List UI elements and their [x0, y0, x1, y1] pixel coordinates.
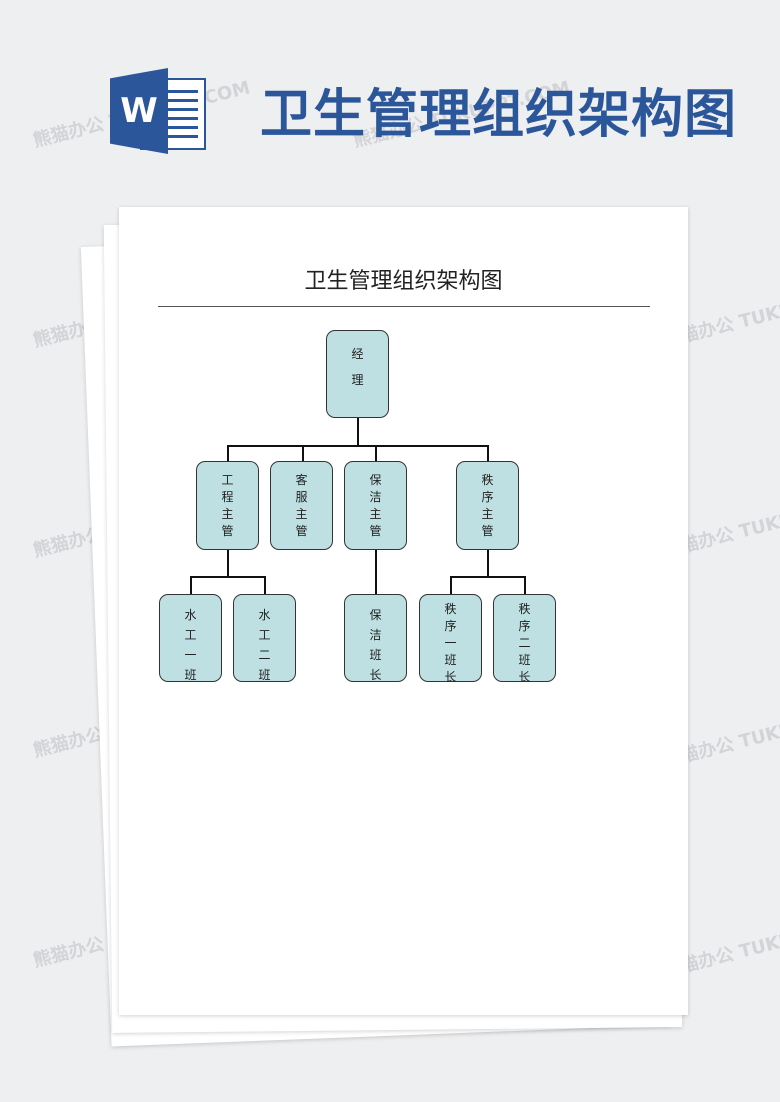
node-char: 程	[221, 490, 234, 504]
node-char: 洁	[369, 490, 382, 504]
node-char: 管	[369, 524, 382, 538]
node-char: 序	[444, 619, 457, 633]
node-char: 秩	[481, 473, 494, 487]
node-char: 主	[221, 507, 234, 521]
node-char: 班	[258, 668, 271, 682]
org-node-water-team-1: 水 工 一 班	[159, 594, 222, 682]
node-char: 班	[369, 648, 382, 662]
node-char: 一	[184, 648, 197, 662]
connector-line	[357, 417, 359, 446]
node-char: 管	[481, 524, 494, 538]
org-node-cleaning-supervisor: 保 洁 主 管	[344, 461, 407, 550]
connector-line	[450, 576, 526, 578]
org-node-order-team-2-lead: 秩 序 二 班 长	[493, 594, 556, 684]
node-char: 主	[369, 507, 382, 521]
node-char: 长	[518, 670, 531, 684]
node-char: 一	[444, 636, 457, 650]
node-char: 保	[369, 608, 382, 622]
org-chart: 经 理 工 程 主 管 客 服 主 管 保 洁 主 管 秩 序 主 管	[119, 207, 688, 1015]
connector-line	[487, 445, 489, 462]
node-char: 二	[518, 636, 531, 650]
connector-line	[375, 445, 377, 462]
org-node-water-team-2: 水 工 二 班	[233, 594, 296, 682]
node-char: 长	[444, 670, 457, 684]
node-char: 班	[518, 653, 531, 667]
node-char: 服	[295, 490, 308, 504]
connector-line	[487, 549, 489, 577]
node-char: 班	[184, 668, 197, 682]
org-node-cleaning-lead: 保 洁 班 长	[344, 594, 407, 682]
node-char: 主	[295, 507, 308, 521]
node-char: 长	[369, 668, 382, 682]
connector-line	[524, 576, 526, 595]
word-logo-letter: W	[110, 68, 168, 154]
org-node-customer-service-supervisor: 客 服 主 管	[270, 461, 333, 550]
node-char: 序	[481, 490, 494, 504]
connector-line	[375, 549, 377, 595]
node-char: 序	[518, 619, 531, 633]
page-title: 卫生管理组织架构图	[260, 85, 738, 145]
node-char: 主	[481, 507, 494, 521]
node-char: 秩	[518, 602, 531, 616]
node-char: 二	[258, 648, 271, 662]
connector-line	[227, 445, 489, 447]
node-char: 客	[295, 473, 308, 487]
node-char: 理	[351, 373, 364, 387]
node-char: 工	[221, 473, 234, 487]
title-divider	[158, 306, 650, 307]
node-char: 班	[444, 653, 457, 667]
node-char: 管	[221, 524, 234, 538]
paper-sheet: 卫生管理组织架构图 经 理 工 程 主 管	[119, 207, 688, 1015]
document-title: 卫生管理组织架构图	[304, 269, 503, 294]
connector-line	[302, 445, 304, 462]
node-char: 工	[184, 628, 197, 642]
node-char: 经	[351, 347, 364, 361]
node-char: 工	[258, 628, 271, 642]
connector-line	[227, 445, 229, 462]
org-node-engineering-supervisor: 工 程 主 管	[196, 461, 259, 550]
org-node-order-supervisor: 秩 序 主 管	[456, 461, 519, 550]
node-char: 洁	[369, 628, 382, 642]
node-char: 管	[295, 524, 308, 538]
node-char: 水	[258, 608, 271, 622]
node-char: 秩	[444, 602, 457, 616]
node-char: 保	[369, 473, 382, 487]
org-node-manager: 经 理	[326, 330, 389, 418]
connector-line	[227, 549, 229, 577]
node-char: 水	[184, 608, 197, 622]
org-node-order-team-1-lead: 秩 序 一 班 长	[419, 594, 482, 684]
word-logo-icon: W	[110, 68, 208, 154]
connector-line	[190, 576, 266, 578]
connector-line	[450, 576, 452, 595]
connector-line	[264, 576, 266, 595]
connector-line	[190, 576, 192, 595]
